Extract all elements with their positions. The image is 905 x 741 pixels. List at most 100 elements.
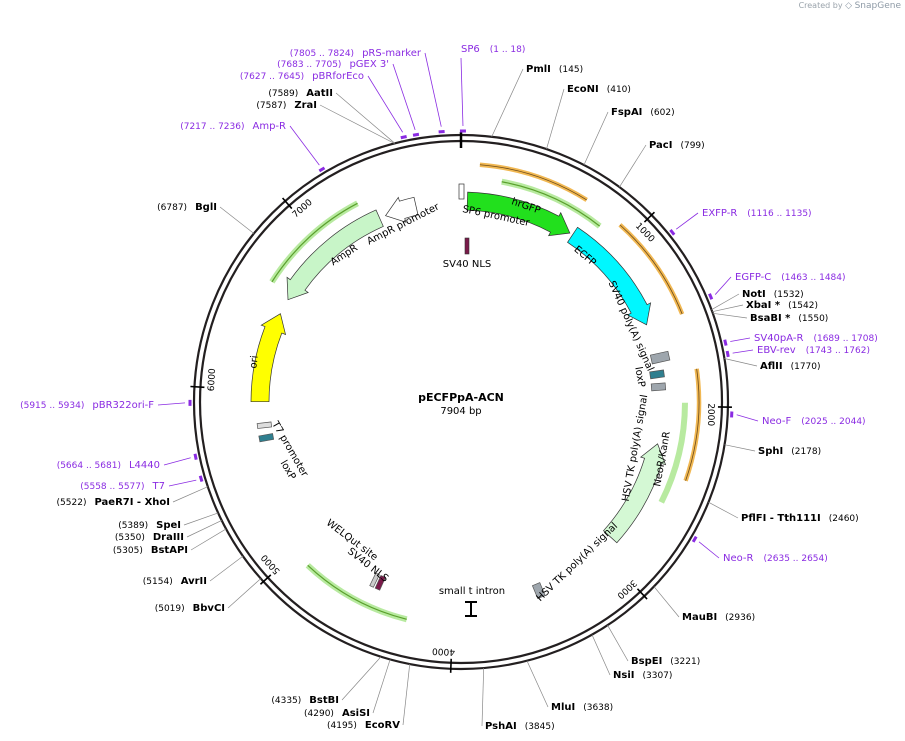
primer-leader-line — [163, 457, 191, 466]
primer-mark — [723, 339, 728, 346]
ampr-promoter-arrow — [385, 196, 419, 223]
site-label: PmlI(145) — [526, 64, 583, 75]
site-label: (4290)AsiSI — [304, 708, 370, 719]
site-label: (5350)DraIII — [115, 532, 184, 543]
site-label: (5305)BstAPI — [113, 545, 188, 556]
green-track-3-edge — [307, 564, 407, 620]
site-leader-line — [319, 104, 395, 144]
site-label: XbaI *(1542) — [746, 300, 818, 311]
backbone — [192, 132, 730, 671]
site-maubi: MauBI(2936) — [653, 586, 755, 623]
site-label: (4195)EcoRV — [327, 720, 400, 731]
site-leader-line — [711, 293, 740, 311]
green-track-3 — [305, 563, 408, 623]
site-leader-line — [172, 486, 208, 503]
site-leader-line — [591, 634, 611, 676]
site-paci: PacI(799) — [619, 140, 705, 188]
site-label: SphI(2178) — [758, 446, 821, 457]
site-bgli: (6787)BglI — [157, 202, 255, 234]
primer-exfp-r: EXFP-R(1116 .. 1135) — [669, 208, 812, 236]
primer-label: (5558 .. 5577)T7 — [80, 481, 165, 492]
primer-label: EGFP-C(1463 .. 1484) — [735, 272, 846, 283]
site-leader-line — [526, 660, 549, 708]
site-xbai: XbaI *(1542) — [712, 300, 818, 313]
primer-mark — [188, 399, 192, 406]
primer-mark — [438, 129, 445, 134]
primer-neo-r: Neo-R(2635 .. 2654) — [691, 535, 828, 564]
primer-mark — [412, 132, 420, 137]
primer-leader-line — [289, 125, 320, 166]
tick-mark — [643, 211, 656, 223]
tick-mark — [190, 385, 205, 389]
primer-leader-line — [730, 337, 751, 342]
ecfp-arrow — [567, 226, 652, 326]
site-mlui: MluI(3638) — [526, 660, 613, 713]
site-label: (7589)AatII — [268, 88, 333, 99]
site-bstapi: (5305)BstAPI — [113, 528, 227, 556]
primer-label: SP6(1 .. 18) — [461, 44, 525, 55]
primers: SP6(1 .. 18) EXFP-R(1116 .. 1135) EGFP-C(1… — [20, 44, 878, 564]
site-aflii: AflII(1770) — [724, 358, 821, 372]
primer-label: SV40pA-R(1689 .. 1708) — [754, 333, 878, 344]
primer-label: EXFP-R(1116 .. 1135) — [702, 208, 812, 219]
orange-track-3-edge — [685, 368, 700, 481]
primer-label: (7683 .. 7705)pGEX 3' — [277, 59, 389, 70]
site-leader-line — [583, 111, 609, 166]
primer-mark — [708, 293, 714, 300]
site-label: PshAI(3845) — [485, 721, 555, 732]
tick-mark — [259, 574, 272, 585]
loxp-label: loxP — [632, 366, 646, 388]
primer-leader-line — [714, 276, 732, 295]
primer-label: (7217 .. 7236)Amp-R — [180, 121, 286, 132]
primer-label: (7627 .. 7645)pBRforEco — [240, 71, 364, 82]
orange-track-1-edge — [479, 164, 587, 201]
site-aatii: (7589)AatII — [268, 88, 396, 144]
orange-track-2-edge — [619, 224, 683, 315]
green-track-4-edge — [271, 202, 358, 283]
green-track-1-edge — [501, 181, 601, 227]
primer-leader-line — [367, 75, 403, 133]
primer-mark — [691, 535, 698, 543]
watermark-created-by: Created by — [798, 1, 843, 10]
site-leader-line — [724, 444, 756, 452]
primer-leader-line — [732, 349, 754, 354]
site-label: PflFI - Tth111I(2460) — [741, 513, 859, 524]
site-label: BspEI(3221) — [631, 656, 700, 667]
loxp-box-1 — [649, 369, 665, 380]
primer-label: (7805 .. 7824)pRS-marker — [290, 48, 422, 59]
primer-mark — [459, 129, 466, 133]
primer-mark — [193, 453, 198, 461]
site-leader-line — [186, 520, 222, 538]
site-label: AflII(1770) — [760, 361, 821, 372]
watermark-brand: SnapGene — [854, 1, 901, 11]
sv40-nls-box — [464, 237, 470, 255]
primer-leader-line — [157, 402, 186, 406]
orange-track-3 — [683, 368, 702, 482]
primer-mark — [198, 475, 204, 483]
neor-kanr-arrow — [602, 443, 667, 544]
primer-leader-line — [698, 541, 720, 559]
site-label: (5389)SpeI — [118, 520, 181, 531]
primer-ebv-rev: EBV-rev(1743 .. 1762) — [725, 345, 870, 358]
primer-pbr322ori-f: (5915 .. 5934)pBR322ori-F — [20, 399, 192, 411]
site-leader-line — [708, 501, 739, 519]
primer-label: (5664 .. 5681)L4440 — [57, 460, 160, 471]
watermark: Created by ◇ SnapGene — [799, 1, 901, 11]
site-label: (5019)BbvCI — [155, 603, 225, 614]
hsv-polya-box-2 — [531, 582, 546, 600]
ori-arrow — [250, 313, 287, 403]
primer-t7: (5558 .. 5577)T7 — [80, 475, 204, 492]
site-label: NsiI(3307) — [613, 670, 672, 681]
site-leader-line — [341, 656, 382, 701]
primer-neo-f: Neo-F(2025 .. 2044) — [730, 411, 866, 427]
site-nsii: NsiI(3307) — [591, 634, 672, 681]
restriction-sites: PmlI(145)EcoNI(410)FspAI(602)PacI(799)No… — [57, 64, 859, 732]
site-sphi: SphI(2178) — [724, 444, 821, 457]
site-bbvci: (5019)BbvCI — [155, 578, 261, 614]
snapgene-logo-icon: ◇ — [845, 1, 853, 11]
hsv-polya-label-2: HSV TK poly(A) signal — [535, 521, 621, 604]
site-label: MauBI(2936) — [682, 612, 755, 623]
site-label: (5522)PaeR7I - XhoI — [57, 497, 170, 508]
primer-egfp-c: EGFP-C(1463 .. 1484) — [708, 272, 846, 300]
